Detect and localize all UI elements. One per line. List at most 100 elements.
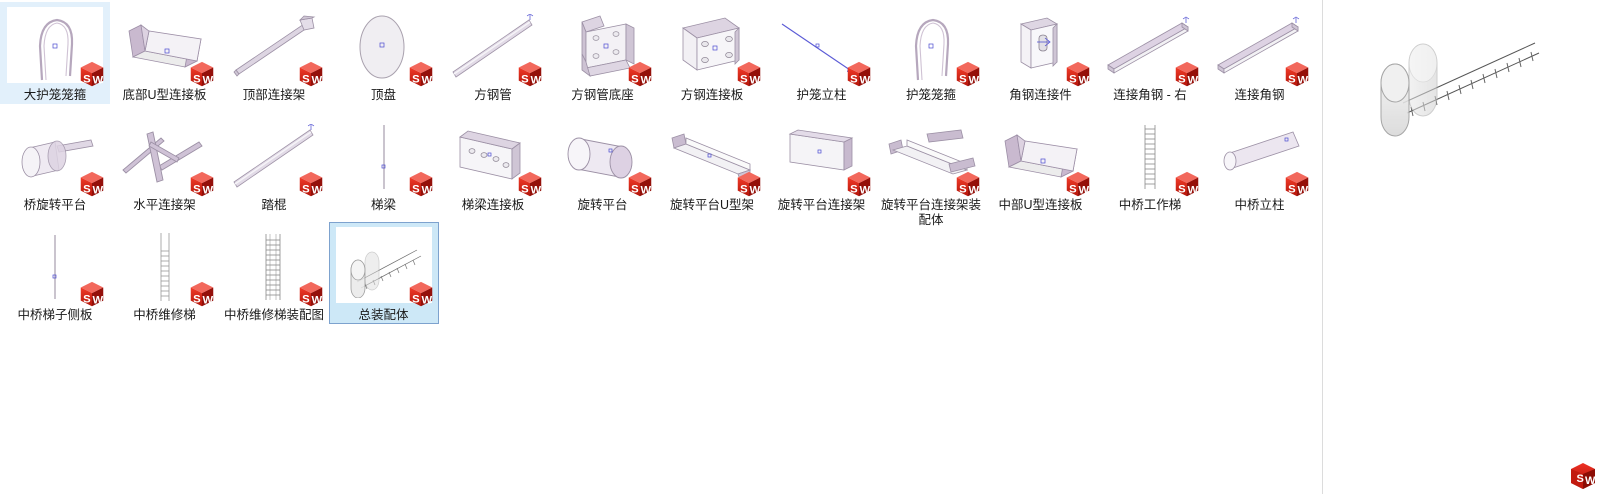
svg-text:W: W [530, 184, 541, 196]
solidworks-sw-cube-icon: S W [1282, 59, 1312, 89]
svg-text:W: W [92, 184, 103, 196]
file-item[interactable]: S W 旋转平台连接架 [767, 112, 877, 214]
svg-text:S: S [959, 183, 967, 195]
solidworks-sw-cube-icon: S W [296, 169, 326, 199]
file-item[interactable]: S W 水平连接架 [110, 112, 220, 214]
svg-text:W: W [968, 74, 979, 86]
svg-text:S: S [1069, 73, 1077, 85]
file-item[interactable]: S W 方钢管 [438, 2, 548, 104]
file-item[interactable]: S W 中桥维修梯装配图 [219, 222, 329, 324]
cad-part-preview-long-bracket [664, 126, 760, 188]
svg-text:W: W [859, 184, 870, 196]
solidworks-sw-cube-icon: S W [734, 169, 764, 199]
svg-text:S: S [631, 73, 639, 85]
solidworks-sw-cube-icon: S W [406, 169, 436, 199]
file-name-label: 中桥维修梯 [133, 308, 196, 322]
svg-text:W: W [202, 294, 213, 306]
file-item[interactable]: S W 旋转平台连接架装配体 [876, 112, 986, 229]
file-name-label: 旋转平台 [577, 198, 628, 212]
solidworks-sw-cube-icon: S W [187, 279, 217, 309]
file-thumbnail: S W [115, 117, 215, 197]
svg-text:W: W [92, 294, 103, 306]
cad-part-preview-disc [344, 11, 424, 83]
svg-text:W: W [92, 74, 103, 86]
file-thumbnail: S W [5, 227, 105, 307]
file-name-label: 中桥工作梯 [1118, 198, 1182, 212]
file-item[interactable]: S W 中桥梯子侧板 [0, 222, 110, 324]
file-item[interactable]: S W 梯梁 [329, 112, 439, 214]
file-thumbnail: S W [1210, 117, 1310, 197]
svg-text:W: W [311, 184, 322, 196]
file-item[interactable]: S W 踏棍 [219, 112, 329, 214]
cad-part-preview-plate4 [669, 10, 755, 84]
cad-part-preview-u-bracket [119, 15, 211, 79]
solidworks-sw-cube-icon: S W [77, 279, 107, 309]
solidworks-sw-cube-icon: S W [1063, 169, 1093, 199]
file-thumbnail: S W [334, 7, 434, 87]
pane-divider[interactable] [1322, 0, 1323, 494]
file-thumbnail: S W [334, 227, 434, 307]
cad-part-preview-hoop [888, 10, 974, 84]
file-item[interactable]: S W 连接角钢 - 右 [1095, 2, 1205, 104]
file-item[interactable]: S W 旋转平台U型架 [657, 112, 767, 214]
cad-part-preview-cyl-rod [9, 124, 101, 190]
file-item[interactable]: S W 顶盘 [329, 2, 439, 104]
cad-part-preview-flat-panel [780, 124, 864, 190]
file-item[interactable]: S W 梯梁连接板 [438, 112, 548, 214]
file-name-label: 底部U型连接板 [122, 88, 207, 102]
cad-part-preview-h-frame [117, 124, 213, 190]
svg-text:W: W [530, 74, 541, 86]
file-name-label: 大护笼笼箍 [23, 88, 87, 102]
file-thumbnail: S W [334, 117, 434, 197]
file-item[interactable]: S W 角钢连接件 [986, 2, 1096, 104]
solidworks-sw-cube-icon: S W [1282, 169, 1312, 199]
file-item[interactable]: S W 总装配体 [328, 222, 439, 324]
svg-text:W: W [311, 294, 322, 306]
solidworks-sw-cube-icon: S W [844, 59, 874, 89]
svg-text:S: S [1577, 473, 1584, 485]
svg-text:S: S [631, 183, 639, 195]
file-item[interactable]: S W 大护笼笼箍 [0, 2, 110, 104]
file-thumbnail: S W [662, 117, 762, 197]
file-item[interactable]: S W 连接角钢 [1205, 2, 1315, 104]
file-name-label: 连接角钢 [1234, 88, 1285, 102]
cad-part-preview-hoop [12, 10, 98, 84]
file-item[interactable]: S W 桥旋转平台 [0, 112, 110, 214]
svg-text:W: W [859, 74, 870, 86]
file-thumbnail: S W [5, 117, 105, 197]
file-item[interactable]: S W 中桥维修梯 [110, 222, 220, 324]
cad-part-preview-tube [228, 124, 320, 190]
solidworks-sw-cube-icon: S W [187, 169, 217, 199]
file-item[interactable]: S W 护笼笼箍 [876, 2, 986, 104]
file-thumbnail: S W [1210, 7, 1310, 87]
svg-text:S: S [412, 293, 420, 305]
file-item[interactable]: S W 方钢管底座 [548, 2, 658, 104]
svg-text:S: S [1069, 183, 1077, 195]
file-list-area[interactable]: S W 大护笼笼箍 S W 底部U型连接板 [0, 0, 1322, 494]
solidworks-sw-cube-icon: S W [406, 59, 436, 89]
svg-text:S: S [193, 293, 201, 305]
file-thumbnail: S W [881, 7, 981, 87]
file-item[interactable]: S W 中部U型连接板 [986, 112, 1096, 214]
file-item[interactable]: S W 底部U型连接板 [110, 2, 220, 104]
file-name-label: 旋转平台U型架 [669, 198, 755, 212]
file-thumbnail: S W [1100, 117, 1200, 197]
file-item[interactable]: S W 护笼立柱 [767, 2, 877, 104]
file-item[interactable]: S W 中桥立柱 [1205, 112, 1315, 214]
file-name-label: 梯梁 [370, 198, 396, 212]
file-name-label: 旋转平台连接架 [777, 198, 866, 212]
svg-text:S: S [1288, 183, 1296, 195]
file-item[interactable]: S W 方钢连接板 [657, 2, 767, 104]
file-name-label: 角钢连接件 [1009, 88, 1072, 102]
svg-text:W: W [1187, 74, 1198, 86]
file-item[interactable]: S W 旋转平台 [548, 112, 658, 214]
svg-text:W: W [640, 74, 651, 86]
solidworks-sw-cube-icon: S W [1172, 169, 1202, 199]
cad-part-preview-rod-head [228, 14, 320, 80]
file-item[interactable]: S W 中桥工作梯 [1095, 112, 1205, 214]
solidworks-sw-cube-icon: S W [515, 169, 545, 199]
solidworks-sw-cube-icon: S W [844, 169, 874, 199]
svg-text:S: S [521, 183, 529, 195]
file-item[interactable]: S W 顶部连接架 [219, 2, 329, 104]
